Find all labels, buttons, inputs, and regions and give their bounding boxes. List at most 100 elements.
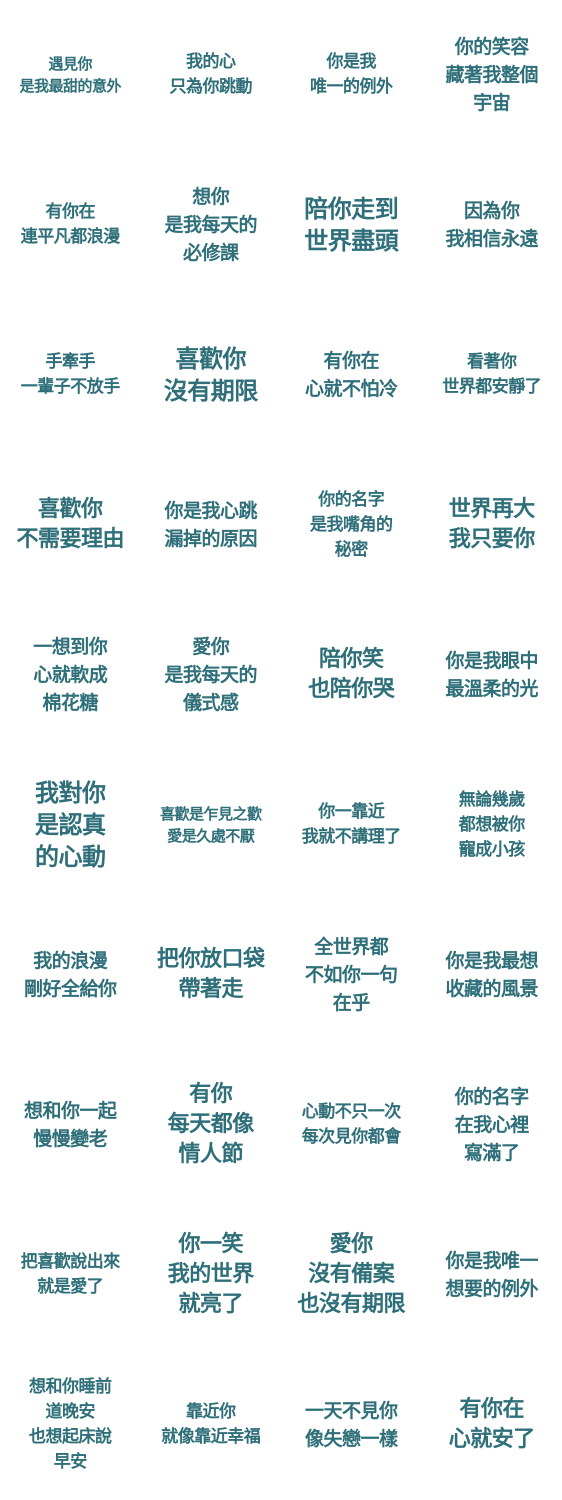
sticker-phrase: 我的心只為你跳動 — [170, 50, 253, 100]
sticker-5[interactable]: 有你在連平凡都浪漫 — [0, 150, 141, 300]
sticker-13[interactable]: 喜歡你不需要理由 — [0, 450, 141, 600]
sticker-text-line: 心就不怕冷 — [304, 378, 398, 400]
sticker-4[interactable]: 你的笑容藏著我整個宇宙 — [422, 0, 562, 150]
sticker-text-line: 你的笑容 — [454, 36, 530, 58]
sticker-text-line: 寵成小孩 — [458, 839, 526, 860]
sticker-text-line: 就像靠近幸福 — [161, 1427, 261, 1447]
sticker-phrase: 喜歡你沒有期限 — [164, 343, 259, 407]
sticker-text-line: 心就軟成 — [33, 664, 108, 686]
sticker-8[interactable]: 因為你我相信永遠 — [422, 150, 562, 300]
sticker-phrase: 想你是我每天的必修課 — [164, 183, 257, 267]
sticker-text-line: 是我每天的 — [164, 214, 257, 236]
sticker-text-line: 最溫柔的光 — [445, 678, 538, 700]
sticker-22[interactable]: 喜歡是乍見之歡愛是久處不厭 — [141, 750, 282, 900]
sticker-21[interactable]: 我對你是認真的心動 — [0, 750, 141, 900]
sticker-20[interactable]: 你是我眼中最溫柔的光 — [422, 600, 562, 750]
sticker-10[interactable]: 喜歡你沒有期限 — [141, 300, 282, 450]
sticker-text-line: 像失戀一樣 — [304, 1428, 398, 1450]
sticker-text-line: 我只要你 — [448, 527, 536, 552]
sticker-text-line: 你一靠近 — [318, 802, 385, 822]
sticker-text-line: 你的名字 — [318, 489, 385, 510]
sticker-text-line: 早安 — [53, 1452, 88, 1472]
sticker-9[interactable]: 手牽手一輩子不放手 — [0, 300, 141, 450]
sticker-text-line: 想你 — [192, 186, 230, 208]
sticker-text-line: 是我每天的 — [164, 664, 257, 686]
sticker-24[interactable]: 無論幾歲都想被你寵成小孩 — [422, 750, 562, 900]
sticker-36[interactable]: 你是我唯一想要的例外 — [422, 1200, 562, 1350]
sticker-19[interactable]: 陪你笑也陪你哭 — [281, 600, 422, 750]
sticker-text-line: 有你在 — [323, 350, 379, 372]
sticker-15[interactable]: 你的名字是我嘴角的秘密 — [281, 450, 422, 600]
sticker-text-line: 世界都安靜了 — [442, 377, 542, 397]
sticker-text-line: 想要的例外 — [445, 1278, 538, 1300]
sticker-text-line: 收藏的風景 — [445, 978, 538, 1000]
sticker-text-line: 心動不只一次 — [301, 1102, 402, 1122]
sticker-phrase: 你的名字是我嘴角的秘密 — [310, 488, 393, 563]
sticker-31[interactable]: 心動不只一次每次見你都會 — [281, 1050, 422, 1200]
sticker-phrase: 想和你一起慢慢變老 — [24, 1097, 117, 1153]
sticker-text-line: 唯一的例外 — [310, 77, 393, 97]
sticker-40[interactable]: 有你在心就安了 — [422, 1350, 562, 1500]
sticker-text-line: 沒有備案 — [308, 1262, 395, 1287]
sticker-32[interactable]: 你的名字在我心裡寫滿了 — [422, 1050, 562, 1200]
sticker-6[interactable]: 想你是我每天的必修課 — [141, 150, 282, 300]
sticker-phrase: 一想到你心就軟成棉花糖 — [33, 633, 108, 717]
sticker-text-line: 你是我唯一 — [445, 1250, 538, 1272]
sticker-23[interactable]: 你一靠近我就不講理了 — [281, 750, 422, 900]
sticker-26[interactable]: 把你放口袋帶著走 — [141, 900, 282, 1050]
sticker-text-line: 喜歡你 — [37, 497, 103, 522]
sticker-text-line: 我的浪漫 — [33, 950, 108, 972]
sticker-29[interactable]: 想和你一起慢慢變老 — [0, 1050, 141, 1200]
sticker-text-line: 我對你 — [35, 779, 106, 807]
sticker-phrase: 把你放口袋帶著走 — [157, 945, 265, 1005]
sticker-text-line: 連平凡都浪漫 — [20, 227, 121, 247]
sticker-27[interactable]: 全世界都不如你一句在乎 — [281, 900, 422, 1050]
sticker-text-line: 手牽手 — [45, 352, 96, 372]
sticker-37[interactable]: 想和你睡前道晚安也想起床說早安 — [0, 1350, 141, 1500]
sticker-phrase: 你的名字在我心裡寫滿了 — [454, 1083, 530, 1167]
sticker-text-line: 有你在 — [459, 1397, 524, 1422]
sticker-39[interactable]: 一天不見你像失戀一樣 — [281, 1350, 422, 1500]
sticker-35[interactable]: 愛你沒有備案也沒有期限 — [281, 1200, 422, 1350]
sticker-16[interactable]: 世界再大我只要你 — [422, 450, 562, 600]
sticker-text-line: 寫滿了 — [463, 1142, 520, 1164]
sticker-phrase: 愛你是我每天的儀式感 — [164, 633, 257, 717]
sticker-17[interactable]: 一想到你心就軟成棉花糖 — [0, 600, 141, 750]
sticker-28[interactable]: 你是我最想收藏的風景 — [422, 900, 562, 1050]
sticker-text-line: 想和你睡前 — [29, 1377, 112, 1397]
sticker-25[interactable]: 我的浪漫剛好全給你 — [0, 900, 141, 1050]
sticker-33[interactable]: 把喜歡說出來就是愛了 — [0, 1200, 141, 1350]
sticker-18[interactable]: 愛你是我每天的儀式感 — [141, 600, 282, 750]
sticker-text-line: 不如你一句 — [304, 964, 398, 986]
sticker-text-line: 我相信永遠 — [445, 228, 538, 250]
sticker-14[interactable]: 你是我心跳漏掉的原因 — [141, 450, 282, 600]
sticker-7[interactable]: 陪你走到世界盡頭 — [281, 150, 422, 300]
sticker-text-line: 愛你 — [192, 636, 230, 658]
sticker-phrase: 你是我最想收藏的風景 — [445, 947, 538, 1003]
sticker-1[interactable]: 遇見你是我最甜的意外 — [0, 0, 141, 150]
sticker-phrase: 手牽手一輩子不放手 — [21, 350, 121, 400]
sticker-text-line: 都想被你 — [458, 814, 526, 835]
sticker-2[interactable]: 我的心只為你跳動 — [141, 0, 282, 150]
sticker-11[interactable]: 有你在心就不怕冷 — [281, 300, 422, 450]
sticker-34[interactable]: 你一笑我的世界就亮了 — [141, 1200, 282, 1350]
sticker-38[interactable]: 靠近你就像靠近幸福 — [141, 1350, 282, 1500]
sticker-text-line: 棉花糖 — [42, 692, 98, 714]
sticker-12[interactable]: 看著你世界都安靜了 — [422, 300, 562, 450]
sticker-phrase: 無論幾歲都想被你寵成小孩 — [458, 788, 526, 863]
sticker-text-line: 看著你 — [467, 352, 517, 372]
sticker-text-line: 的心動 — [35, 843, 106, 871]
sticker-phrase: 喜歡是乍見之歡愛是久處不厭 — [160, 803, 262, 847]
sticker-text-line: 漏掉的原因 — [164, 528, 257, 550]
sticker-phrase: 你是我心跳漏掉的原因 — [164, 497, 257, 553]
sticker-text-line: 在我心裡 — [454, 1114, 530, 1136]
sticker-3[interactable]: 你是我唯一的例外 — [281, 0, 422, 150]
sticker-text-line: 是我最甜的意外 — [19, 77, 121, 95]
sticker-phrase: 喜歡你不需要理由 — [16, 495, 124, 555]
sticker-text-line: 秘密 — [334, 539, 369, 560]
sticker-phrase: 全世界都不如你一句在乎 — [305, 933, 398, 1017]
sticker-text-line: 因為你 — [463, 200, 520, 222]
sticker-30[interactable]: 有你每天都像情人節 — [141, 1050, 282, 1200]
sticker-text-line: 不需要理由 — [16, 527, 124, 552]
sticker-text-line: 就亮了 — [178, 1292, 243, 1317]
